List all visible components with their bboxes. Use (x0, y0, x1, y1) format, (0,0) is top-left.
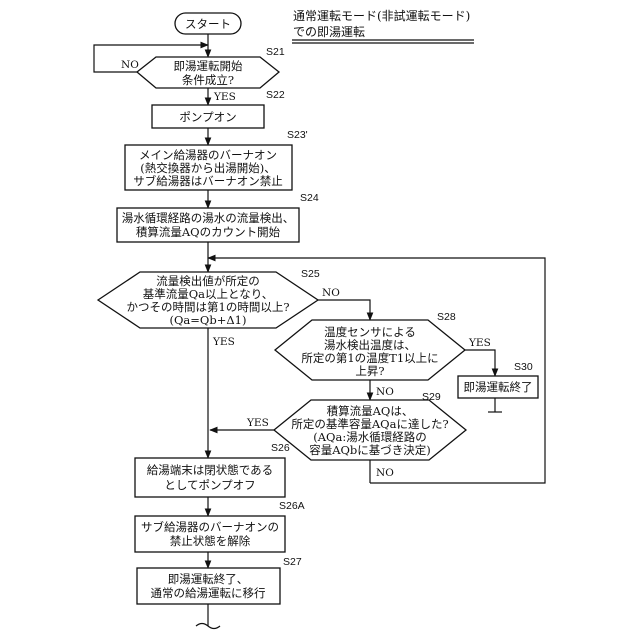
s22-step: S22 (266, 89, 285, 101)
s26a-step: S26A (279, 500, 305, 512)
s25-line1: 流量検出値が所定の (156, 274, 260, 288)
s28-step: S28 (437, 311, 456, 323)
s22-line1: ポンプオン (179, 110, 236, 124)
header-line1: 通常運転モード(非試運転モード) (293, 8, 470, 23)
s23-process: メイン給湯器のバーナオン (熱交換器から出湯開始)、 サブ給湯器はバーナオン禁止… (125, 129, 308, 190)
s30-line1: 即湯運転終了 (464, 380, 533, 394)
s26-step: S26 (271, 442, 290, 454)
s26a-line2: 禁止状態を解除 (170, 534, 251, 548)
s26-process: 給湯端末は閉状態である としてポンプオフ S26 (135, 442, 290, 497)
s24-line1: 湯水循環経路の湯水の流量検出、 (122, 211, 295, 225)
s29-no-label: NO (376, 467, 394, 479)
s27-step: S27 (283, 556, 302, 568)
s28-line1: 温度センサによる (324, 325, 416, 339)
s30-process: 即湯運転終了 S30 (458, 361, 538, 398)
s30-step: S30 (514, 361, 533, 373)
s21-line2: 条件成立? (182, 73, 234, 87)
s26-line2: としてポンプオフ (164, 478, 255, 492)
s26a-line1: サブ給湯器のバーナオンの (141, 520, 279, 534)
s23-line1: メイン給湯器のバーナオン (139, 148, 277, 162)
s23-step: S23' (287, 129, 308, 141)
s28-line4: 上昇? (355, 364, 384, 378)
s25-yes-label: YES (212, 336, 235, 348)
arrow-s25-no-to-s28 (318, 300, 370, 320)
s28-yes-label: YES (468, 337, 491, 349)
s28-line3: 所定の第1の温度T1以上に (301, 351, 438, 365)
s27-process: 即湯運転終了、 通常の給湯運転に移行 S27 (137, 556, 302, 604)
s23-line3: サブ給湯器はバーナオン禁止 (133, 174, 283, 188)
s27-line1: 即湯運転終了、 (168, 572, 249, 586)
s25-no-label: NO (322, 287, 340, 299)
s21-step: S21 (266, 46, 285, 58)
arrow-s28-yes-to-s30 (465, 350, 495, 376)
s26-line1: 給湯端末は閉状態である (147, 463, 273, 477)
start-label: スタート (185, 17, 231, 31)
s23-line2: (熱交換器から出湯開始)、 (140, 161, 275, 175)
header-line2: での即湯運転 (293, 25, 365, 39)
s29-step: S29 (422, 391, 441, 403)
s21-line1: 即湯運転開始 (174, 59, 243, 73)
s28-no-label: NO (376, 386, 394, 398)
s28-line2: 湯水検出温度は、 (324, 338, 416, 352)
s24-step: S24 (300, 192, 319, 204)
s25-line2: 基準流量Qa以上となり、 (143, 287, 273, 301)
s29-line4: 容量AQbに基づき決定) (309, 443, 431, 457)
s26a-process: サブ給湯器のバーナオンの 禁止状態を解除 S26A (135, 500, 305, 552)
s21-decision: 即湯運転開始 条件成立? S21 NO YES (121, 46, 285, 103)
header: 通常運転モード(非試運転モード) での即湯運転 (292, 8, 474, 43)
s29-line1: 積算流量AQは、 (327, 404, 414, 418)
s25-line3: かつその時間は第1の時間以上? (127, 300, 290, 314)
s25-step: S25 (301, 268, 320, 280)
s21-no-label: NO (121, 59, 139, 71)
s29-yes-label: YES (246, 417, 269, 429)
s25-line4: (Qa=Qb+Δ1) (170, 313, 247, 327)
start-terminal: スタート (175, 13, 241, 34)
s24-process: 湯水循環経路の湯水の流量検出、 積算流量AQのカウント開始 S24 (117, 192, 319, 242)
s29-line2: 所定の基準容量AQaに達した? (291, 417, 448, 431)
s21-yes-label: YES (213, 91, 236, 103)
s24-line2: 積算流量AQのカウント開始 (136, 225, 281, 239)
s27-line2: 通常の給湯運転に移行 (151, 586, 266, 600)
s29-line3: (AQa:湯水循環経路の (313, 430, 426, 444)
